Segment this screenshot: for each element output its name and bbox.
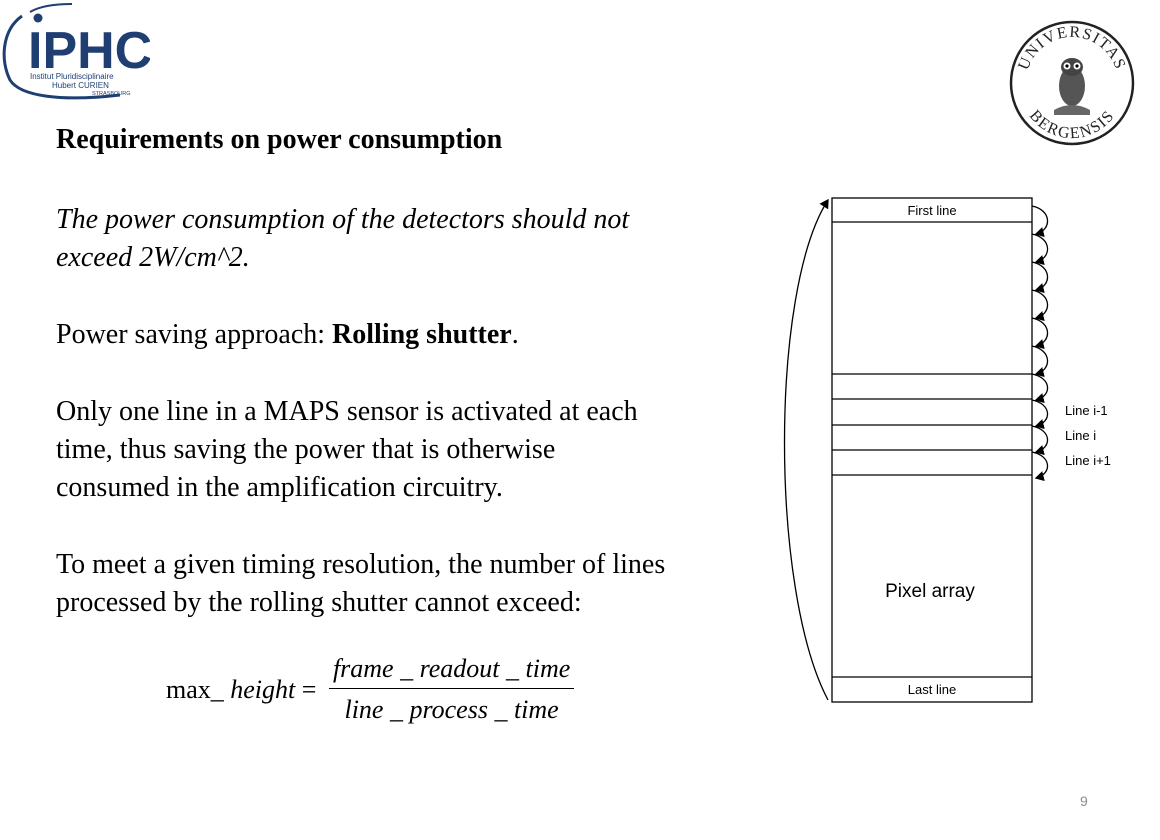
iphc-logo: IPHC Institut Pluridisciplinaire Hubert … <box>2 3 150 100</box>
rolling-shutter-diagram: First line Pixel array Last line Line i-… <box>783 197 1111 703</box>
explanation-text: Only one line in a MAPS sensor is activa… <box>56 396 638 503</box>
power-requirement-text: The power consumption of the detectors s… <box>56 204 630 273</box>
formula-fraction: frame _ readout _ time line _ process _ … <box>328 654 575 725</box>
formula-denominator: line _ process _ time <box>344 695 559 724</box>
first-line-label: First line <box>907 203 956 218</box>
line-i-label: Line i <box>1065 428 1096 443</box>
slide-heading: Requirements on power consumption <box>56 124 503 155</box>
owl-icon <box>1054 58 1090 115</box>
university-seal: UNIVERSITAS BERGENSIS <box>1009 20 1135 146</box>
svg-text:STRASBOURG: STRASBOURG <box>92 91 131 97</box>
line-advance-arrows <box>1031 205 1049 482</box>
last-line-label: Last line <box>908 682 956 697</box>
max-height-formula: max_ height = frame _ readout _ time lin… <box>166 654 575 725</box>
loop-back-arrow <box>783 198 829 701</box>
svg-text:Hubert CURIEN: Hubert CURIEN <box>52 81 109 90</box>
line-i-plus-1-label: Line i+1 <box>1065 453 1111 468</box>
formula-numerator: frame _ readout _ time <box>328 654 575 689</box>
constraint-text: To meet a given timing resolution, the n… <box>56 549 666 618</box>
rolling-shutter-term: Rolling shutter <box>332 319 512 350</box>
page-number: 9 <box>1080 793 1088 809</box>
line-i-minus-1-label: Line i-1 <box>1065 403 1108 418</box>
pixel-array-label: Pixel array <box>885 581 975 602</box>
svg-text:Institut Pluridisciplinaire: Institut Pluridisciplinaire <box>30 72 114 81</box>
power-saving-approach: Power saving approach: Rolling shutter. <box>56 319 519 350</box>
iphc-wordmark: IPHC <box>28 22 150 80</box>
